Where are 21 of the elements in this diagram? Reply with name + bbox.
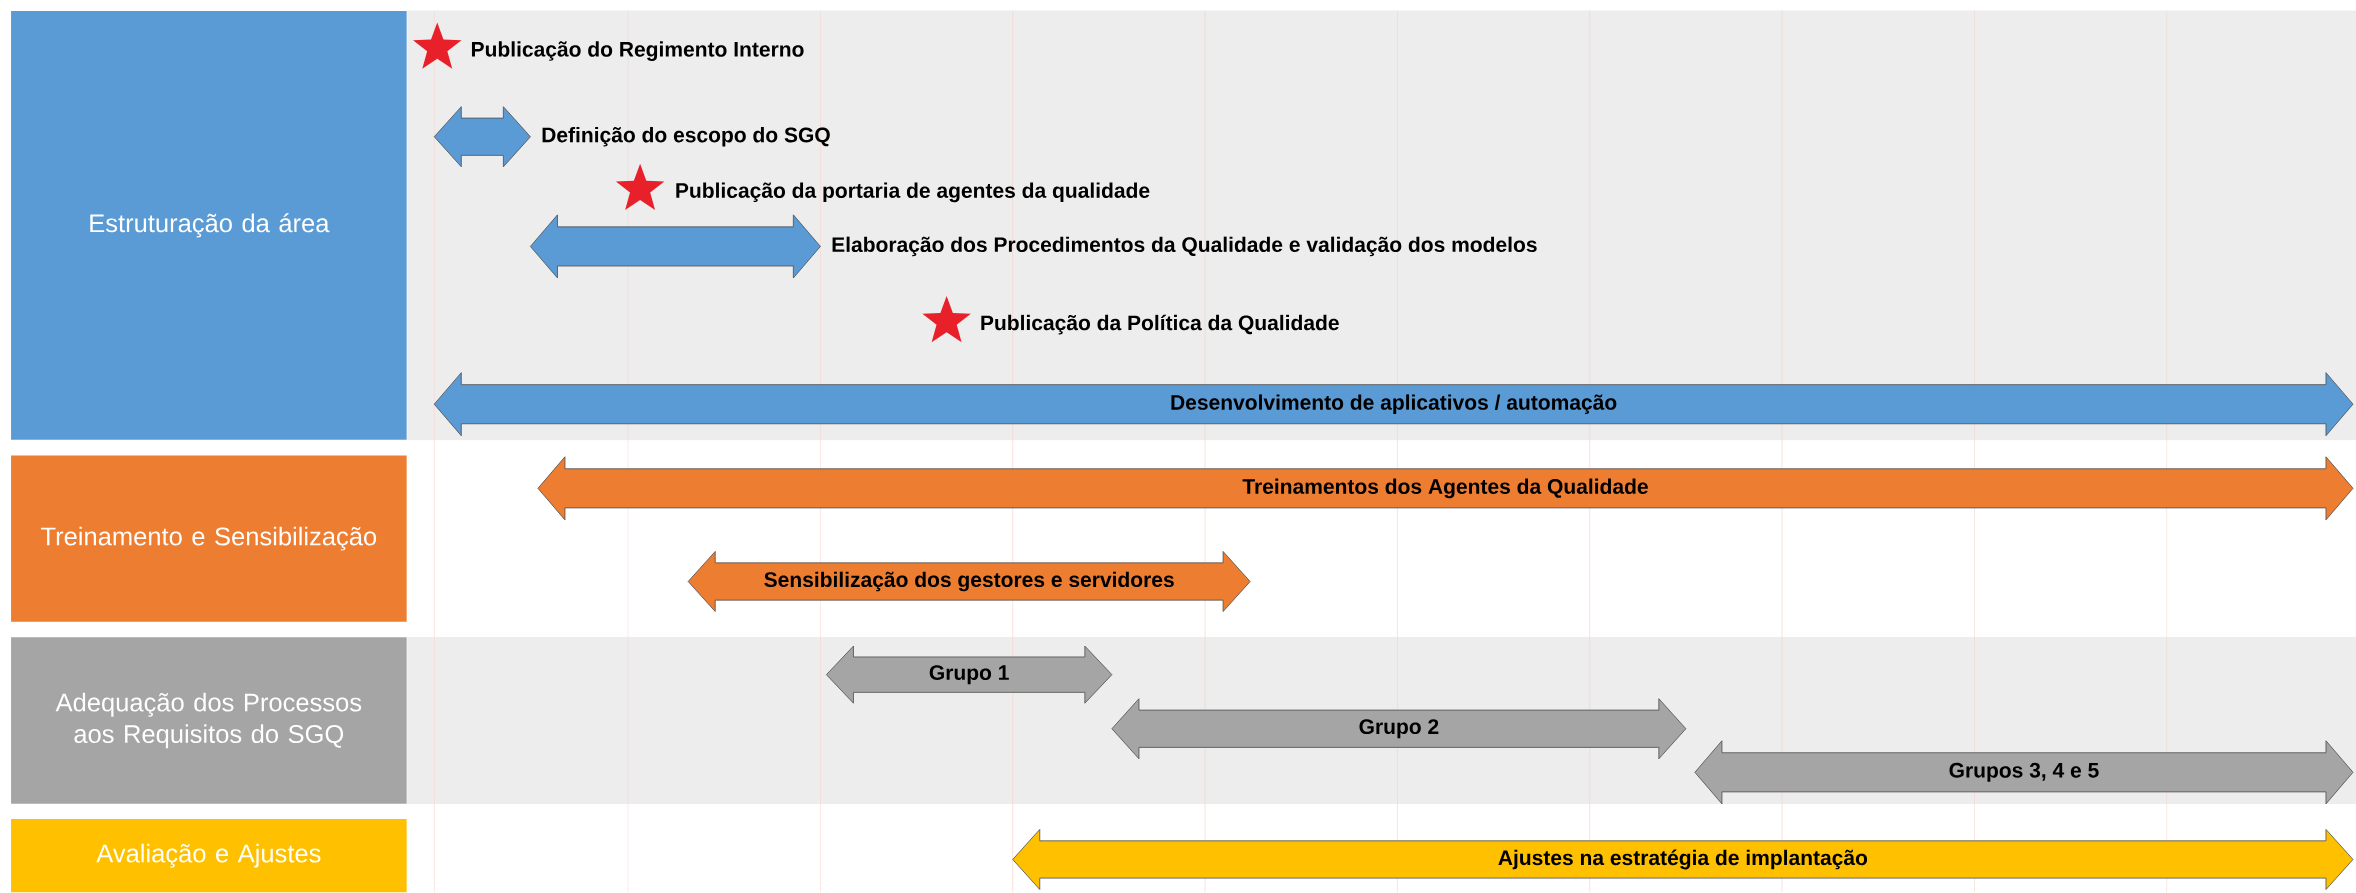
timeline-bar: Grupo 1 — [826, 645, 1113, 704]
category-box: Avaliação e Ajustes — [11, 819, 407, 893]
timeline-bar: Ajustes na estratégia de implantação — [1012, 829, 2354, 891]
timeline-bar: Grupos 3, 4 e 5 — [1694, 740, 2354, 805]
activity-label: Publicação da Política da Qualidade — [981, 314, 1339, 335]
activity-label: Publicação da portaria de agentes da qualidade — [676, 182, 1150, 203]
category-box: Treinamento e Sensibilização — [11, 455, 407, 623]
star-marker — [615, 164, 665, 211]
star-marker — [413, 22, 462, 69]
timeline-bar: Grupo 2 — [1111, 698, 1687, 760]
activity-label: Elaboração dos Procedimentos da Qualidade e validação dos modelos — [832, 236, 1537, 257]
timeline-bar — [530, 214, 821, 279]
timeline-bar: Treinamentos dos Agentes da Qualidade — [537, 456, 2354, 521]
timeline-bar: Sensibilização dos gestores e servidores — [687, 551, 1251, 613]
star-marker — [922, 296, 971, 343]
category-box: Adequação dos Processos aos Requisitos do SGQ — [11, 637, 407, 804]
activity-label: Definição do escopo do SGQ — [542, 127, 830, 147]
timeline-bar: Desenvolvimento de aplicativos / automação — [433, 372, 2354, 437]
timeline-bar — [433, 106, 531, 168]
category-box: Estruturação da área — [11, 11, 407, 440]
activity-label: Publicação do Regimento Interno — [471, 41, 804, 62]
